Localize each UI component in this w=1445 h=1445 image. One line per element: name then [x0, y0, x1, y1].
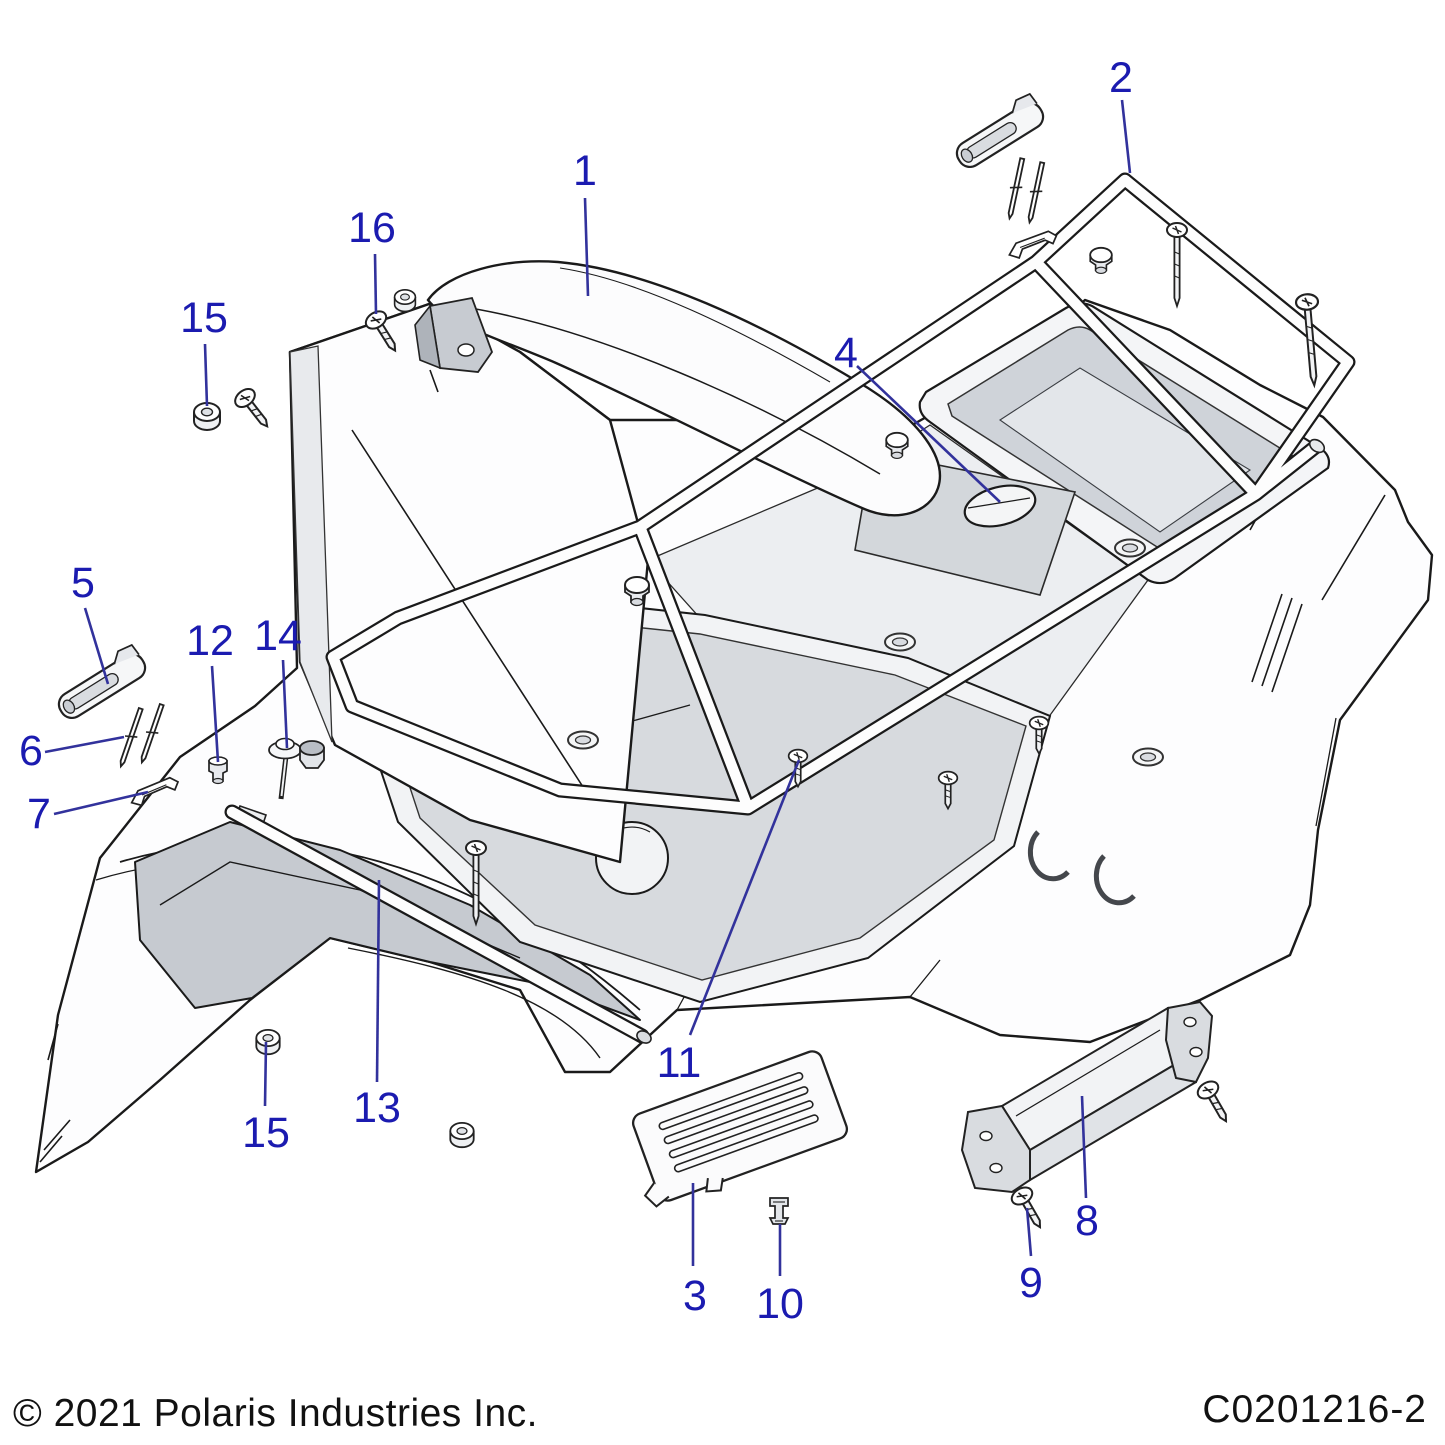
callout-label-5-4: 5	[71, 559, 95, 607]
callout-leader-7-6	[53, 790, 149, 816]
callout-leader-2-1	[1120, 99, 1132, 174]
grommet-icon	[255, 1029, 281, 1056]
callout-leader-1-0	[583, 197, 590, 297]
callout-label-1-0: 1	[573, 147, 597, 195]
callout-label-10-9: 10	[756, 1280, 804, 1328]
callout-label-12-11: 12	[186, 617, 234, 665]
callout-leader-14-13	[281, 659, 289, 749]
callout-leader-4-3	[856, 365, 1001, 503]
rubber-cap-icon	[299, 740, 325, 769]
oval-grommet-icon	[1114, 538, 1146, 558]
retainer-clip-icon-part-10	[769, 1197, 789, 1225]
oval-grommet-icon	[884, 632, 916, 652]
hood-panel-part-1	[426, 260, 941, 517]
support-rod-part-13	[224, 804, 652, 1044]
console-clamps	[1027, 830, 1136, 906]
callout-label-16-16: 16	[348, 204, 396, 252]
callout-leader-13-12	[375, 879, 381, 1083]
button-plug-icon	[1089, 246, 1113, 275]
screw-icon	[230, 384, 277, 435]
callout-label-15-14: 15	[180, 294, 228, 342]
callout-label-8-7: 8	[1075, 1197, 1099, 1245]
grommet-icon	[449, 1122, 475, 1149]
callout-leader-6-5	[44, 735, 125, 754]
copyright-text: © 2021 Polaris Industries Inc.	[13, 1392, 538, 1435]
washer-screw-part-14	[268, 737, 302, 800]
callout-label-7-6: 7	[27, 790, 51, 838]
pin-icon	[1022, 160, 1050, 225]
callout-leader-9-8	[1025, 1207, 1033, 1257]
callout-label-14-13: 14	[254, 612, 302, 660]
callout-label-3-2: 3	[683, 1272, 707, 1320]
callout-label-13-12: 13	[353, 1084, 401, 1132]
oval-grommet-icon	[1132, 747, 1164, 767]
callout-label-15-15: 15	[242, 1109, 290, 1157]
latch-handle-icon	[947, 90, 1049, 173]
callout-leader-16-16	[373, 253, 378, 315]
long-screw-icon	[1166, 222, 1188, 307]
callout-label-9-8: 9	[1019, 1259, 1043, 1307]
callout-label-4-3: 4	[834, 329, 858, 377]
hardware-layer	[49, 90, 1327, 1234]
pin-icon	[1002, 156, 1030, 221]
front-rack-part-2	[325, 172, 1356, 816]
diagram-code-text: C0201216-2	[1202, 1388, 1427, 1431]
callout-leader-12-11	[210, 665, 220, 763]
callout-leader-5-4	[83, 607, 110, 685]
callout-leader-8-7	[1080, 1095, 1088, 1199]
mount-hole	[963, 484, 1037, 528]
callout-label-6-5: 6	[19, 727, 43, 775]
callout-label-2-1: 2	[1109, 54, 1133, 102]
vent-plate-part-3	[631, 1050, 849, 1208]
callout-label-11-10: 11	[657, 1039, 702, 1087]
nut-icon	[193, 402, 221, 431]
callout-leader-11-10	[688, 759, 801, 1036]
hood-bracket	[414, 296, 494, 373]
callout-leader-15-14	[203, 343, 209, 407]
screw-icon	[1193, 1077, 1237, 1128]
grommet-icon	[393, 288, 417, 313]
oval-grommet-icon	[567, 730, 599, 750]
callout-leader-15-15	[263, 1041, 268, 1107]
mount-bracket-part-8	[960, 1000, 1214, 1194]
